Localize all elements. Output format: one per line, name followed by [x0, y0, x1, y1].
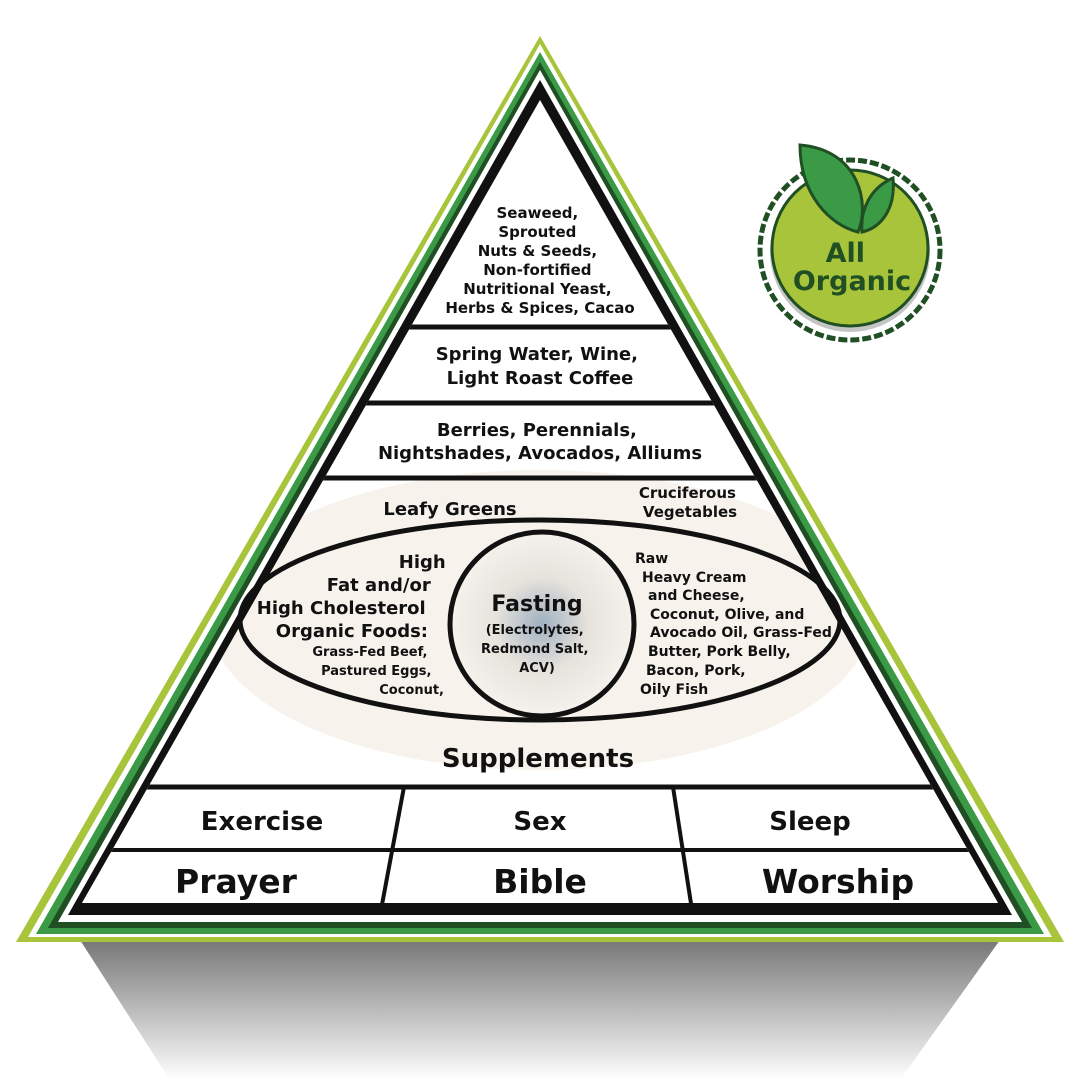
high-fat-label: High Fat and/or High Cholesterol Organic… — [257, 552, 452, 642]
column-divider — [379, 786, 406, 903]
tier2-text: Spring Water, Wine, Light Roast Coffee — [436, 344, 645, 389]
fasting-items: (Electrolytes, Redmond Salt, ACV) — [481, 623, 593, 676]
foundation-bible: Bible — [493, 862, 587, 901]
cruciferous-label: Cruciferous Vegetables — [639, 484, 741, 521]
leafy-greens-label: Leafy Greens — [383, 499, 516, 520]
foundation-sleep: Sleep — [769, 807, 851, 837]
column-divider — [671, 786, 694, 903]
foundation-box — [82, 784, 998, 903]
pyramid-shadow — [80, 940, 1000, 1080]
leaf-icon — [860, 175, 895, 234]
high-fat-items: Grass-Fed Beef, Pastured Eggs, Coconut, — [312, 645, 444, 698]
iris-circle — [447, 529, 637, 719]
foundation-worship: Worship — [762, 862, 914, 901]
leaf-icon — [798, 143, 864, 234]
raw-dairy-label: Raw Heavy Cream and Cheese, Coconut, Oli… — [635, 551, 837, 698]
all-organic-badge: All Organic — [757, 143, 943, 343]
foundation-sex: Sex — [513, 807, 566, 837]
fasting-title: Fasting — [491, 592, 582, 617]
eye-ellipse — [237, 517, 843, 723]
foundation-exercise: Exercise — [201, 807, 323, 837]
supplements-label: Supplements — [442, 744, 634, 774]
tier1-text: Seaweed, Sprouted Nuts & Seeds, Non-fort… — [445, 204, 634, 317]
badge-text: All Organic — [793, 238, 911, 297]
foundation-prayer: Prayer — [175, 862, 298, 901]
tier3-text: Berries, Perennials, Nightshades, Avocad… — [378, 420, 702, 464]
